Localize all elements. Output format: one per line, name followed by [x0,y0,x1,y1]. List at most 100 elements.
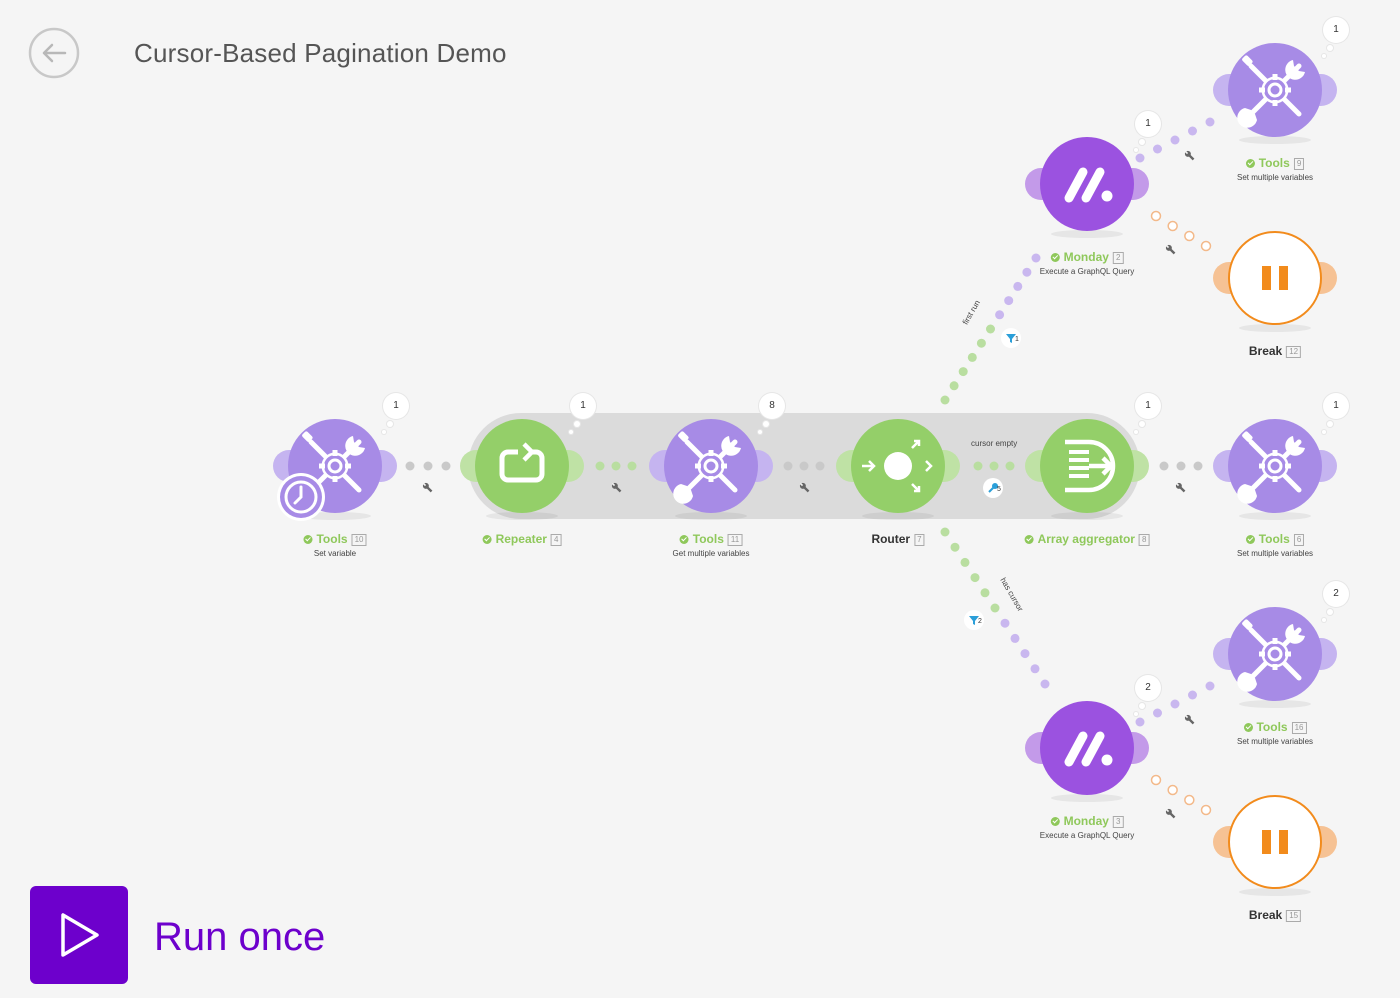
filter-wrench-icon-cursor-empty[interactable]: 5 [983,478,1003,498]
link-wrench-icon[interactable] [1183,713,1195,725]
input-handle[interactable] [1213,638,1231,670]
link-wrench-icon[interactable] [1164,243,1176,255]
module-subtitle: Execute a GraphQL Query [1039,831,1135,840]
input-handle[interactable] [1213,262,1231,294]
operations-count-bubble[interactable]: 1 [1135,111,1161,137]
link-wrench-icon[interactable] [421,481,433,493]
output-handle[interactable] [1131,450,1149,482]
bubble-tail [574,421,580,427]
module-shadow [1051,794,1123,802]
module-aggregator[interactable] [1039,418,1135,514]
bubble-tail [1322,430,1326,434]
clock-icon[interactable] [277,473,325,521]
module-name-text: Tools [316,532,348,546]
module-router[interactable] [850,418,946,514]
operations-count-bubble[interactable]: 1 [1323,17,1349,43]
module-break15[interactable] [1227,794,1323,890]
back-button[interactable] [28,27,80,79]
output-handle[interactable] [755,450,773,482]
input-handle[interactable] [1025,732,1043,764]
input-handle[interactable] [1213,74,1231,106]
output-handle[interactable] [942,450,960,482]
operations-count-bubble[interactable]: 1 [1323,393,1349,419]
link-wrench-icon[interactable] [610,481,622,493]
module-tools16[interactable] [1227,606,1323,702]
module-name-text: Router [871,532,911,546]
input-handle[interactable] [1213,826,1231,858]
output-handle[interactable] [1319,74,1337,106]
input-handle[interactable] [836,450,854,482]
output-handle[interactable] [1131,168,1149,200]
input-handle[interactable] [273,450,291,482]
module-shadow [486,512,558,520]
module-index: 11 [727,534,743,546]
wrench-screwdriver-icon [664,419,758,513]
bubble-tail [1139,421,1145,427]
output-handle[interactable] [1319,826,1337,858]
operations-count-bubble[interactable]: 2 [1323,581,1349,607]
link-router-aggregator [973,461,1015,471]
module-shadow [1051,230,1123,238]
operations-count-bubble[interactable]: 1 [1135,393,1161,419]
success-check-icon [1050,253,1060,262]
link-settings[interactable] [421,149,1195,819]
output-handle[interactable] [379,450,397,482]
link-tools11-router [783,461,825,471]
output-handle[interactable] [1319,262,1337,294]
module-tools11[interactable] [663,418,759,514]
link-wrench-icon[interactable] [1174,481,1186,493]
operations-count-bubble[interactable]: 1 [570,393,596,419]
module-index: 8 [1138,534,1150,546]
output-handle[interactable] [1319,638,1337,670]
link-wrench-icon[interactable] [1183,149,1195,161]
input-handle[interactable] [1025,450,1043,482]
module-monday3[interactable] [1039,700,1135,796]
link-repeater-tools11 [595,461,637,471]
filter-icon-first-run[interactable]: 1 [1001,328,1021,348]
input-handle[interactable] [649,450,667,482]
module-index: 6 [1293,534,1305,546]
module-shadow [1051,512,1123,520]
operations-count-bubble[interactable]: 8 [759,393,785,419]
link-router-monday2 [940,253,1041,405]
module-index: 3 [1112,816,1124,828]
link-wrench-icon[interactable] [798,481,810,493]
module-repeater[interactable] [474,418,570,514]
module-tools6[interactable] [1227,418,1323,514]
output-handle[interactable] [566,450,584,482]
module-shadow [299,512,371,520]
module-subtitle: Get multiple variables [672,549,750,558]
bubble-tail [758,430,762,434]
bubble-tail [1139,703,1145,709]
run-once-button[interactable] [30,886,128,984]
module-shadow [1239,136,1311,144]
bubble-tail [1139,139,1145,145]
module-break12[interactable] [1227,230,1323,326]
filter-icon-has-cursor[interactable]: 2 [964,610,984,630]
bubble-tail [382,430,386,434]
input-handle[interactable] [460,450,478,482]
link-wrench-icon[interactable] [1164,807,1176,819]
output-handle[interactable] [1131,732,1149,764]
operations-count-bubble[interactable]: 2 [1135,675,1161,701]
operations-count-bubble[interactable]: 1 [383,393,409,419]
module-monday2[interactable] [1039,136,1135,232]
output-handle[interactable] [1319,450,1337,482]
module-shadow [1239,512,1311,520]
input-handle[interactable] [1213,450,1231,482]
module-name-text: Break [1248,908,1283,922]
module-tools9[interactable] [1227,42,1323,138]
module-name-text: Tools [692,532,724,546]
bubble-tail [1322,618,1326,622]
input-handle[interactable] [1025,168,1043,200]
module-subtitle: Execute a GraphQL Query [1039,267,1135,276]
